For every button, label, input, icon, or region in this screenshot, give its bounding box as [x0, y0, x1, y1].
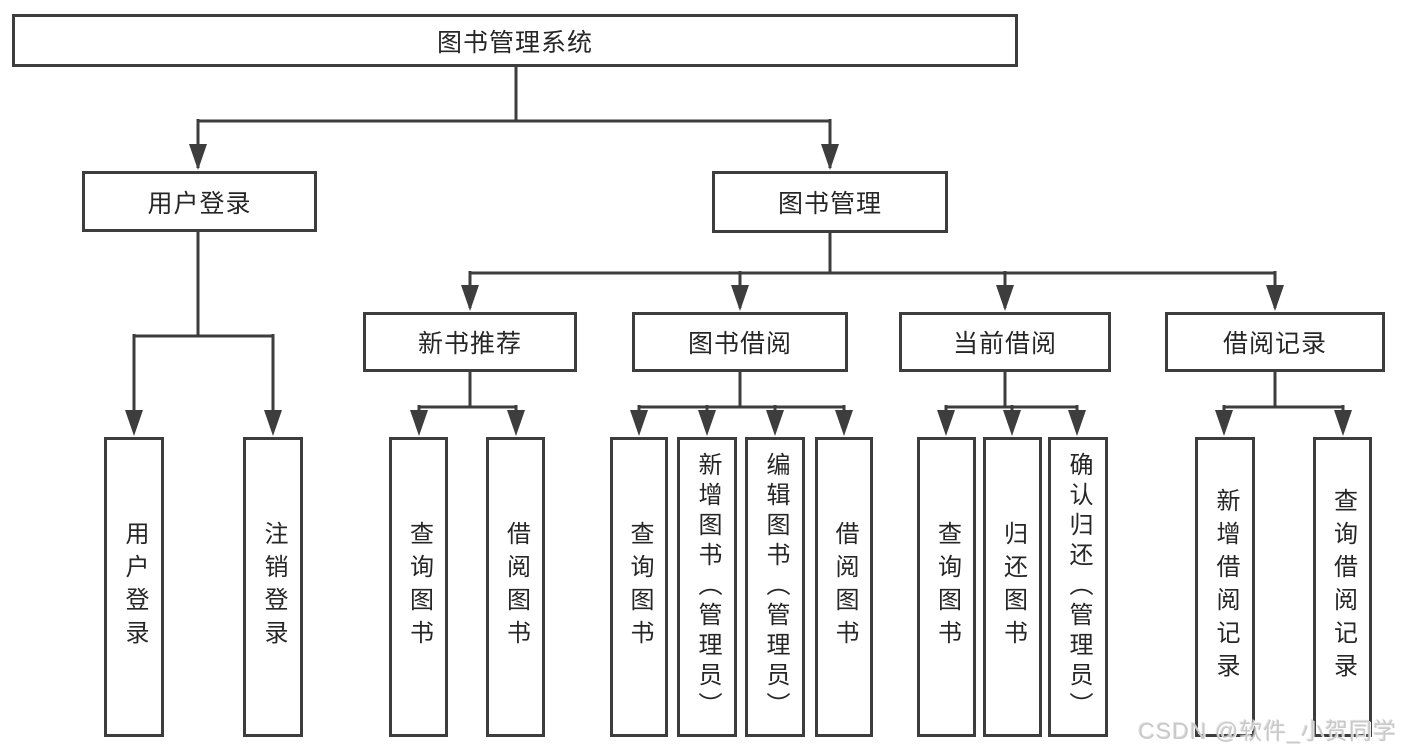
leaf-return-books: 归还图书 [983, 437, 1042, 737]
leaf-query-books-1: 查询图书 [389, 437, 448, 737]
node-label: 注销登录 [260, 521, 287, 653]
node-label: 借阅记录 [1222, 330, 1327, 358]
leaf-query-books-3: 查询图书 [917, 437, 976, 737]
node-label: 图书借阅 [687, 330, 792, 358]
node-label: 新增借阅记录 [1212, 488, 1239, 686]
node-label: 查询图书 [626, 521, 653, 653]
node-book-borrowing: 图书借阅 [632, 312, 848, 372]
node-label: 新增图书（管理员） [694, 452, 721, 722]
node-user-login: 用户登录 [82, 171, 317, 232]
node-label: 借阅图书 [831, 521, 858, 653]
leaf-logout: 注销登录 [243, 437, 303, 737]
leaf-user-login: 用户登录 [104, 437, 164, 737]
node-label: 确认归还（管理员） [1065, 452, 1092, 722]
node-label: 借阅图书 [502, 521, 530, 653]
node-label: 编辑图书（管理员） [762, 452, 789, 722]
node-label: 图书管理 [777, 190, 882, 218]
leaf-borrow-books-2: 借阅图书 [815, 437, 873, 737]
node-label: 图书管理系统 [436, 28, 593, 57]
leaf-query-books-2: 查询图书 [610, 437, 668, 737]
node-label: 查询图书 [933, 521, 961, 653]
node-label: 查询借阅记录 [1329, 488, 1357, 686]
node-current-borrowing: 当前借阅 [899, 312, 1111, 372]
node-label: 归还图书 [999, 521, 1027, 653]
csdn-watermark: CSDN @软件_小贺同学 [1138, 718, 1397, 744]
node-library-management-system: 图书管理系统 [12, 14, 1018, 67]
node-label: 查询图书 [405, 521, 433, 653]
leaf-add-borrow-record: 新增借阅记录 [1195, 437, 1255, 737]
leaf-borrow-books-1: 借阅图书 [486, 437, 545, 737]
leaf-add-books-admin: 新增图书（管理员） [677, 437, 737, 737]
node-label: 用户登录 [147, 189, 252, 218]
leaf-query-borrow-record: 查询借阅记录 [1313, 437, 1372, 737]
node-label: 新书推荐 [417, 330, 522, 358]
node-borrowing-records: 借阅记录 [1165, 312, 1385, 372]
leaf-confirm-return-admin: 确认归还（管理员） [1048, 437, 1108, 737]
leaf-edit-books-admin: 编辑图书（管理员） [745, 437, 805, 737]
node-book-management: 图书管理 [712, 171, 948, 233]
node-label: 用户登录 [121, 521, 148, 653]
node-label: 当前借阅 [952, 330, 1057, 358]
node-new-book-recommend: 新书推荐 [363, 312, 577, 372]
